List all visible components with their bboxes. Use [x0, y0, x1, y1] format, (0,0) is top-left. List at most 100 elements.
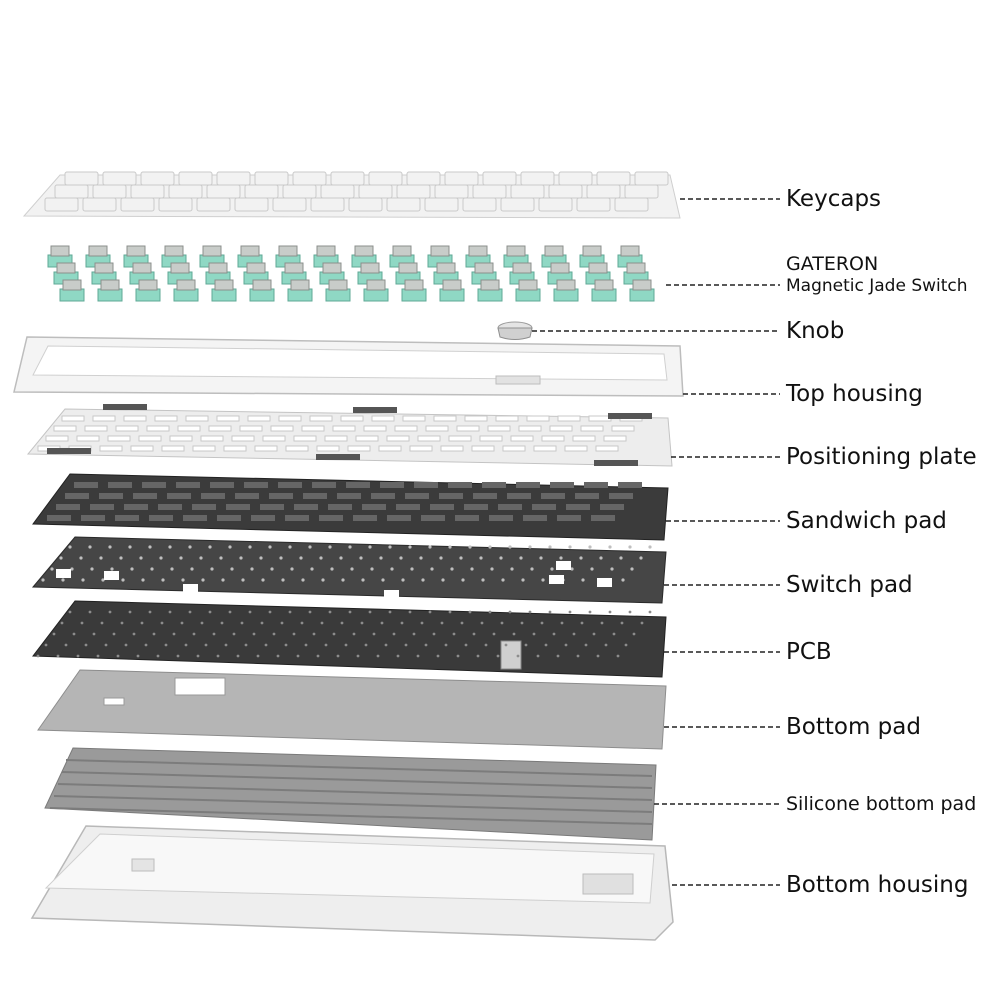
switch-pad-hole	[608, 545, 612, 549]
switch-top	[290, 279, 310, 291]
label-bottom-pad: Bottom pad	[786, 714, 921, 740]
switch-jade-base	[249, 288, 275, 302]
pcb-pad	[196, 654, 200, 658]
pcb-pad	[584, 643, 588, 647]
switch-pad-window	[183, 584, 198, 593]
sandwich-cutout	[133, 493, 157, 499]
switch-pad-hole	[550, 567, 554, 571]
pcb-pad	[312, 632, 316, 636]
switch-pad-hole	[268, 545, 272, 549]
pcb-pad	[180, 621, 184, 625]
switch-pad-window	[56, 569, 71, 578]
switch-pad-hole	[228, 545, 232, 549]
switch-pad-hole	[521, 578, 525, 582]
switch-top	[436, 262, 456, 274]
pcb-pad	[540, 621, 544, 625]
plate-slot	[611, 425, 635, 432]
pcb-pad	[632, 632, 636, 636]
switch-top	[398, 262, 418, 274]
label-switch-brand: GATERON	[786, 253, 879, 275]
plate-slot	[549, 425, 573, 432]
sandwich-cutout	[303, 493, 327, 499]
switch-top	[392, 245, 412, 257]
pcb-pad	[320, 621, 324, 625]
sandwich-cutout	[328, 504, 352, 510]
sandwich-cutout	[455, 515, 479, 521]
switch-pad-hole	[470, 567, 474, 571]
pcb-pad	[144, 643, 148, 647]
plate-slot	[293, 435, 317, 442]
switch-top	[246, 262, 266, 274]
sandwich-cutout	[56, 504, 80, 510]
switch-pad-hole	[279, 556, 283, 560]
keycap	[130, 184, 165, 199]
pcb-pad	[544, 643, 548, 647]
plate-slot	[115, 425, 139, 432]
sandwich-cutout	[387, 515, 411, 521]
switch-pad-hole	[179, 556, 183, 560]
switch-pad-hole	[199, 556, 203, 560]
plate-slot	[177, 425, 201, 432]
pcb-pad	[612, 632, 616, 636]
switch-top	[442, 279, 462, 291]
plate-slot	[146, 425, 170, 432]
sandwich-cutout	[464, 504, 488, 510]
pcb-pad	[548, 610, 552, 614]
pcb-pad	[452, 632, 456, 636]
plate-clip	[47, 448, 91, 454]
sandwich-cutout	[591, 515, 615, 521]
silicone-rib	[61, 771, 653, 789]
switch-pad-hole	[61, 578, 65, 582]
switch-top	[594, 279, 614, 291]
pcb-pad	[212, 632, 216, 636]
bottom-housing-inner	[44, 833, 655, 904]
switch-top	[328, 279, 348, 291]
plate-slot	[285, 445, 309, 452]
pcb-pad	[232, 632, 236, 636]
pcb-pad	[460, 621, 464, 625]
pcb-pad	[208, 610, 212, 614]
keycap	[634, 171, 669, 186]
pcb-pad	[520, 621, 524, 625]
sandwich-cutout	[600, 504, 624, 510]
switch-pad-hole	[248, 545, 252, 549]
pcb-pad	[252, 632, 256, 636]
sandwich-cutout	[217, 515, 241, 521]
pcb-pad	[556, 654, 560, 658]
silicone-rib	[57, 783, 653, 801]
sandwich-cutout	[149, 515, 173, 521]
switch-pad-hole	[290, 567, 294, 571]
pcb-pad	[152, 632, 156, 636]
pcb-pad	[256, 654, 260, 658]
switch-jade-base	[287, 288, 313, 302]
keycap	[368, 171, 403, 186]
plate-slot	[185, 415, 209, 422]
keycap	[396, 184, 431, 199]
pcb-pad	[508, 610, 512, 614]
switch-pad-hole	[459, 556, 463, 560]
switch-jade-base	[439, 288, 465, 302]
pcb-pad	[364, 643, 368, 647]
switch-jade-base	[325, 288, 351, 302]
switch-pad-hole	[239, 556, 243, 560]
switch-pad-hole	[130, 567, 134, 571]
pcb-pad	[564, 643, 568, 647]
pcb-pad	[596, 654, 600, 658]
pcb-pad	[68, 610, 72, 614]
pcb-pad	[588, 610, 592, 614]
plate-slot	[518, 425, 542, 432]
switch-pad-hole	[541, 578, 545, 582]
switch-pad-hole	[639, 556, 643, 560]
keycap	[168, 184, 203, 199]
switch-pad-hole	[68, 545, 72, 549]
switch-top	[556, 279, 576, 291]
switch-top	[474, 262, 494, 274]
switch-pad-hole	[201, 578, 205, 582]
switch-pad-hole	[310, 567, 314, 571]
switch-jade-base	[401, 288, 427, 302]
sandwich-cutout	[183, 515, 207, 521]
switch-pad-hole	[330, 567, 334, 571]
keycap	[424, 197, 459, 212]
sandwich-cutout	[47, 515, 71, 521]
plate-slot	[425, 425, 449, 432]
